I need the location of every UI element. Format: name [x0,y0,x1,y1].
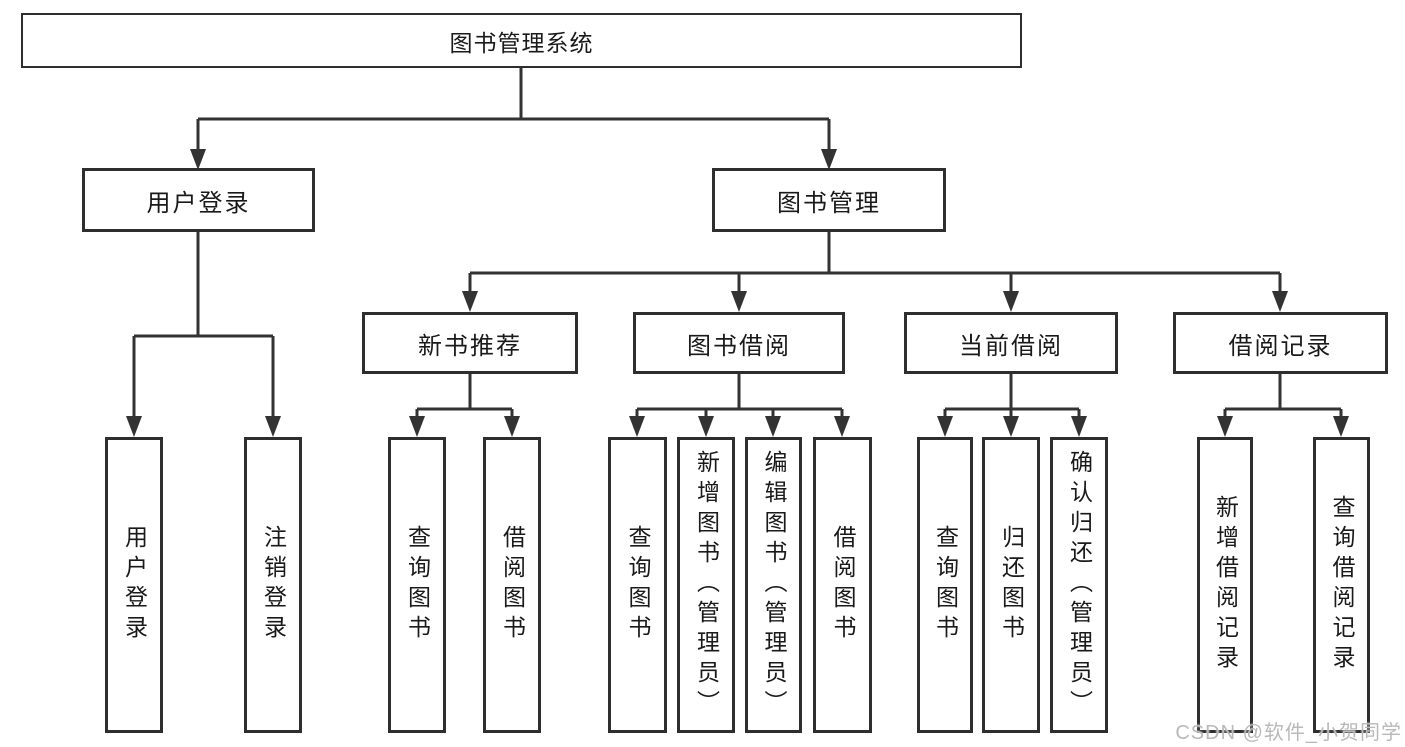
node-library-management-system: 图书管理系统 [21,13,1022,68]
node-label: 查询图书 [932,525,959,645]
node-logout-action: 注销登录 [244,437,302,733]
node-label: 借阅记录 [1228,332,1333,360]
node-new-book-recommendation: 新书推荐 [362,312,578,374]
node-label: 新增借阅记录 [1212,495,1239,675]
arrowhead-icon [126,416,142,437]
node-book-management: 图书管理 [712,168,946,232]
arrowhead-icon [731,291,747,312]
arrowhead-icon [698,416,714,437]
node-return-books: 归还图书 [982,437,1040,733]
node-label: 借阅图书 [499,525,526,645]
arrowhead-icon [937,416,953,437]
arrowhead-icon [1272,291,1288,312]
node-borrow-books-recommend: 借阅图书 [483,437,541,733]
arrowhead-icon [821,149,837,170]
node-label: 注销登录 [260,525,287,645]
arrowhead-icon [1003,416,1019,437]
node-label: 查询图书 [404,525,431,645]
node-user-login: 用户登录 [82,168,315,232]
node-query-borrow-record: 查询借阅记录 [1313,437,1370,733]
node-label: 当前借阅 [959,332,1063,360]
node-label: 新增图书（管理员） [693,450,720,720]
node-confirm-return-admin: 确认归还（管理员） [1050,437,1108,733]
node-query-books-borrowing: 查询图书 [608,437,667,733]
node-label: 查询图书 [625,525,651,645]
node-user-login-action: 用户登录 [105,437,163,733]
arrowhead-icon [1071,416,1087,437]
node-add-borrow-record: 新增借阅记录 [1197,437,1253,733]
node-query-books-recommend: 查询图书 [388,437,446,733]
node-label: 图书管理系统 [449,29,594,56]
node-book-borrowing: 图书借阅 [633,312,845,374]
node-add-books-admin: 新增图书（管理员） [677,437,735,733]
node-label: 确认归还（管理员） [1066,450,1093,720]
arrowhead-icon [1333,416,1349,437]
node-label: 查询借阅记录 [1329,495,1355,675]
arrowhead-icon [190,149,206,170]
node-label: 归还图书 [998,525,1025,645]
arrowhead-icon [265,416,281,437]
arrowhead-icon [409,416,425,437]
node-label: 编辑图书（管理员） [761,450,787,720]
node-label: 用户登录 [121,525,148,645]
node-label: 用户登录 [146,189,251,217]
node-query-books-current: 查询图书 [917,437,973,733]
arrowhead-icon [504,416,520,437]
node-borrow-books-borrowing: 借阅图书 [813,437,872,733]
connector-path [132,68,1343,418]
arrowhead-icon [1003,291,1019,312]
node-current-borrowing: 当前借阅 [904,312,1118,374]
arrowhead-icon [765,416,781,437]
arrowhead-icon [629,416,645,437]
node-label: 图书管理 [777,189,881,217]
node-edit-books-admin: 编辑图书（管理员） [745,437,802,733]
node-label: 图书借阅 [687,332,791,360]
node-borrowing-records: 借阅记录 [1173,312,1388,374]
node-label: 新书推荐 [418,332,522,360]
arrowhead-icon [462,291,478,312]
arrowhead-icon [834,416,850,437]
arrowhead-icon [1217,416,1233,437]
node-label: 借阅图书 [830,525,856,645]
csdn-watermark: CSDN @软件_小贺同学 [1175,722,1402,744]
